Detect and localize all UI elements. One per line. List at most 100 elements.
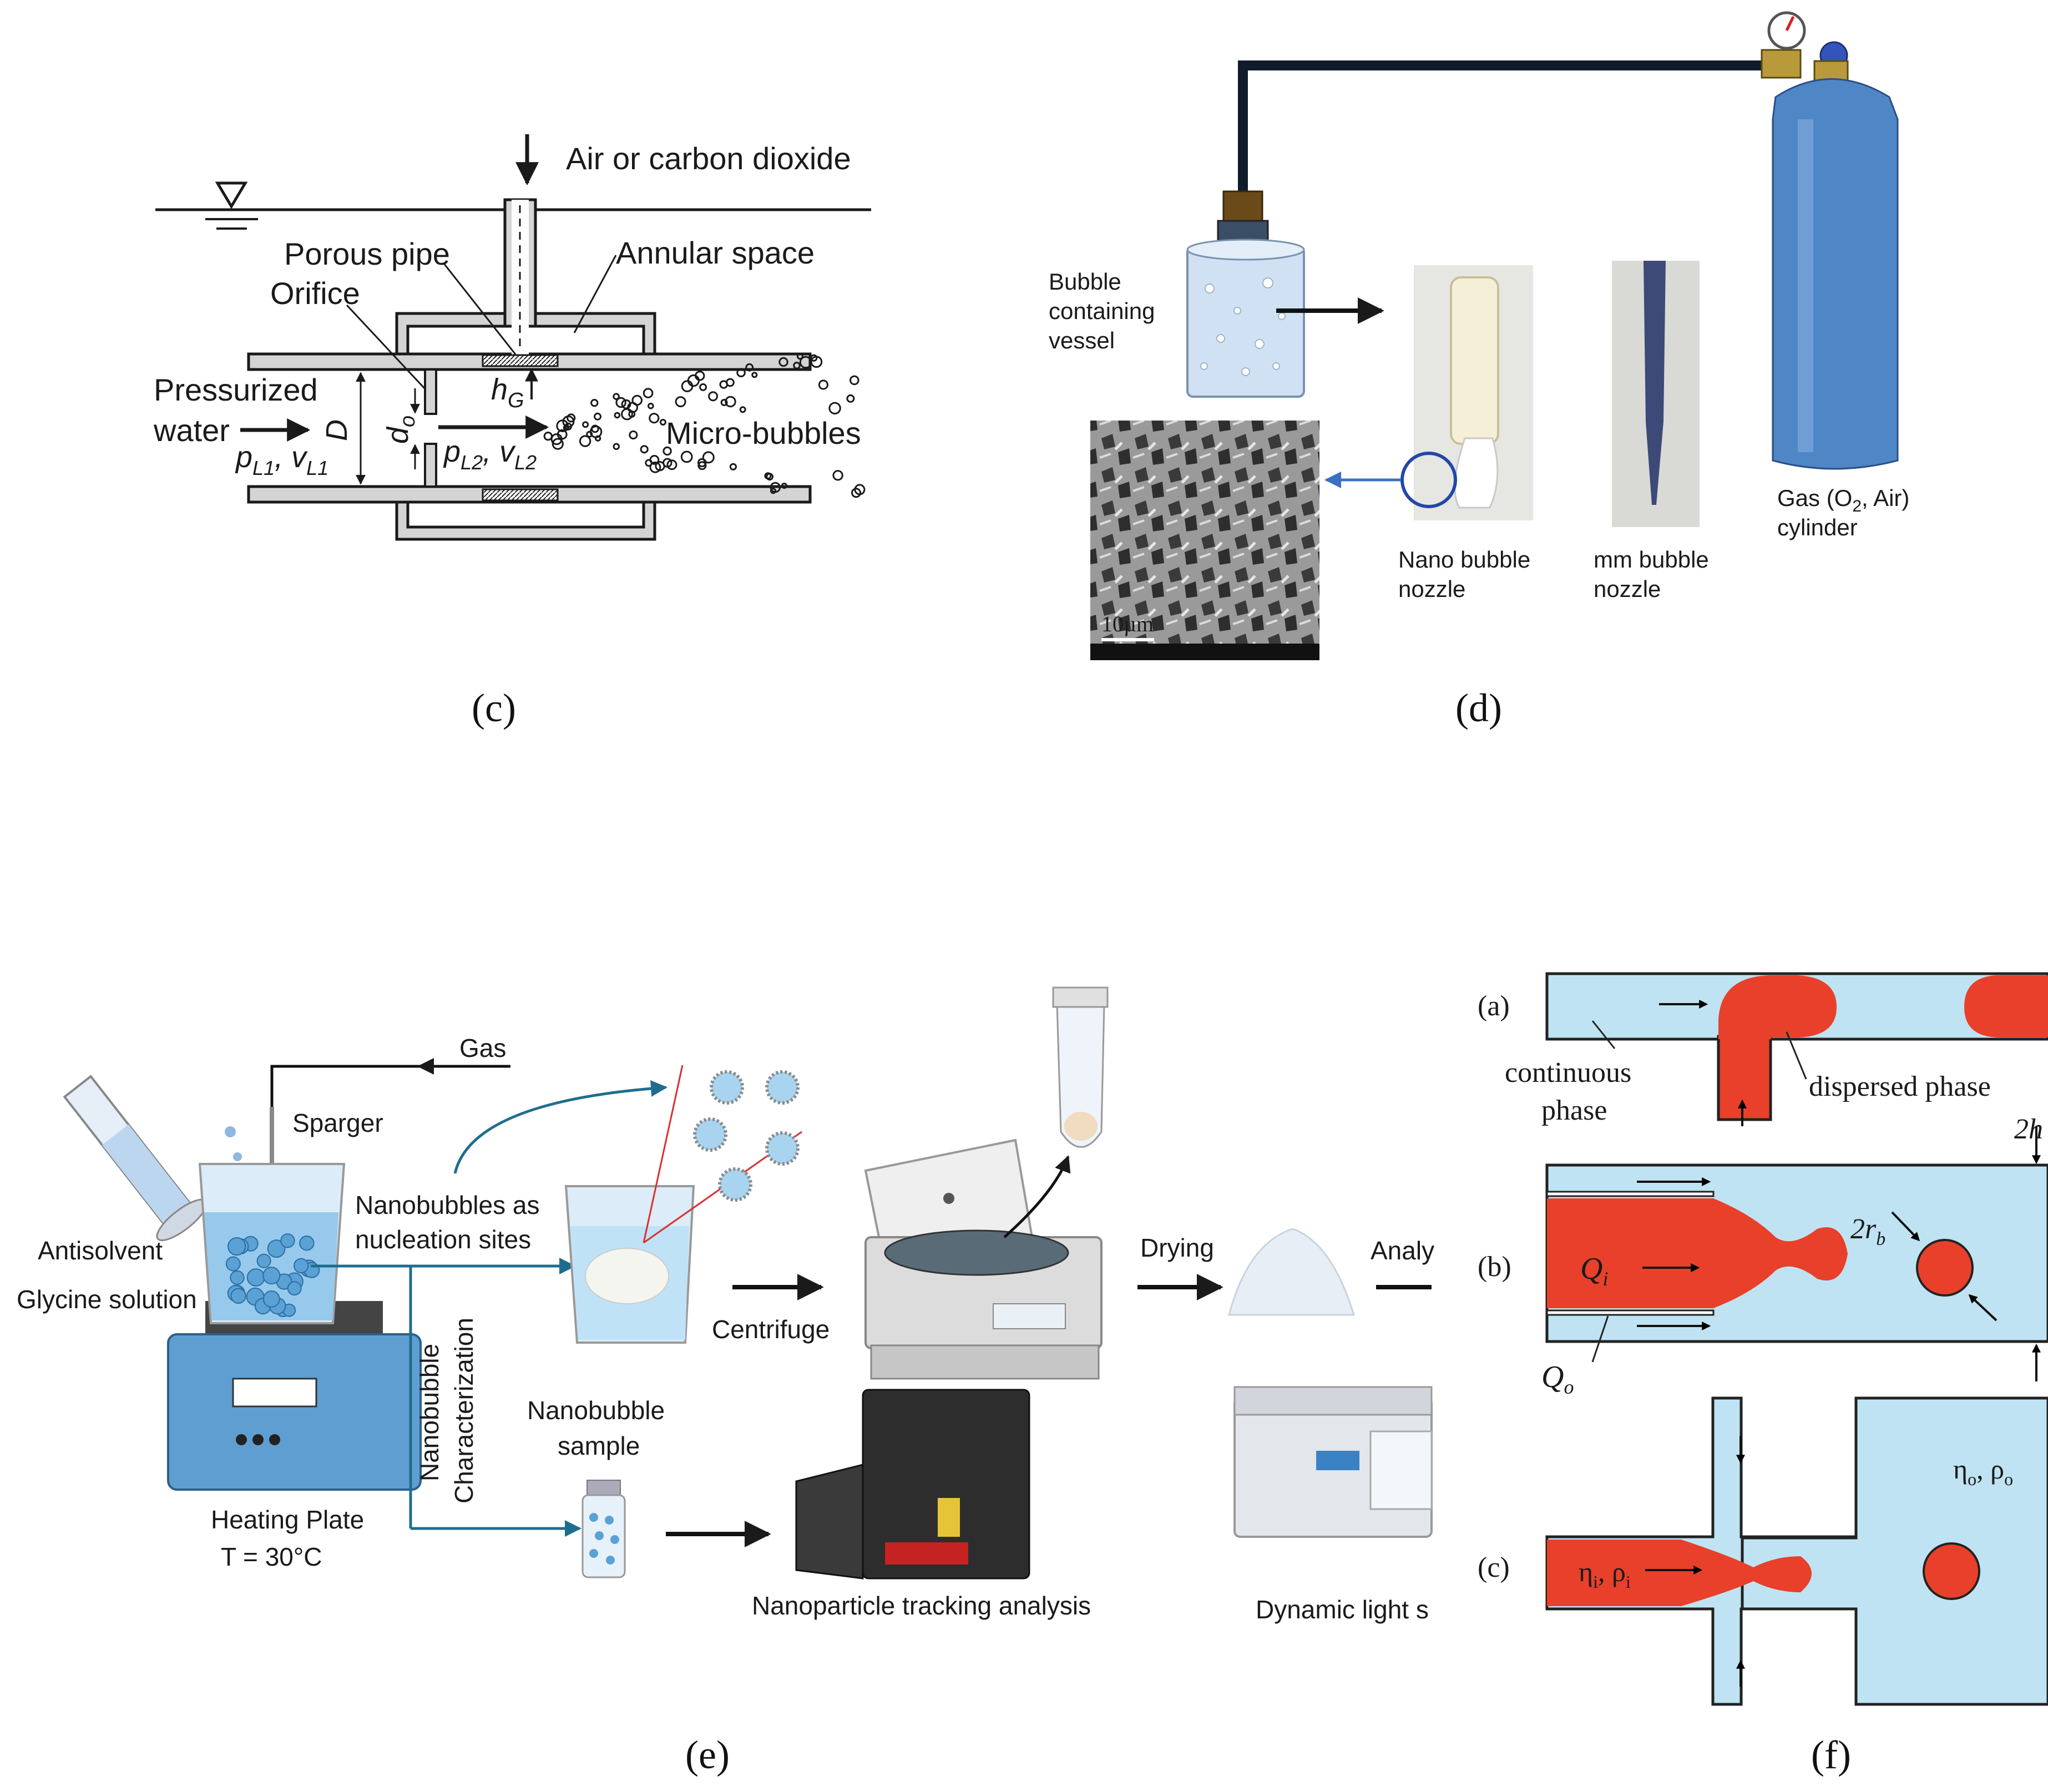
label-water: water [153,413,230,448]
micro-bubble [729,463,737,470]
drop-2 [233,1152,242,1161]
label-analysis: Analy [1371,1236,1434,1265]
graduated-cylinder [63,1075,208,1242]
panel-c-orifice-porous-pipe: Air or carbon dioxide Porous pipe Annula… [153,134,871,730]
micro-bubble [751,372,758,378]
label-characterization-line2: Characterization [449,1318,478,1504]
label-nucleation-line1: Nanobubbles as [355,1191,539,1219]
label-dispersed-phase: dispersed phase [1809,1071,1991,1102]
micro-bubble [659,419,666,426]
label-vessel-line2: containing [1049,298,1155,324]
micro-bubble [846,394,855,403]
label-gas-cylinder-line1: Gas (O2, Air) [1777,485,1909,515]
vessel-cap-fitting [1222,190,1263,223]
dried-powder [1228,1228,1356,1316]
micro-bubble [582,421,589,428]
micro-bubble [680,450,693,463]
micro-bubble [675,396,686,408]
label-porous-pipe: Porous pipe [284,236,450,271]
micro-bubble [736,368,746,378]
label-d0: do [381,416,419,444]
micro-bubble [720,399,728,406]
label-nano-nozzle-line2: nozzle [1398,576,1465,602]
zoomed-nanobubbles [693,1070,800,1202]
cross-junction-droplet [1923,1542,1980,1600]
caption-e: (e) [685,1733,730,1777]
qo-leader [1591,1315,1609,1363]
micro-bubble [810,354,818,362]
label-f-a: (a) [1478,990,1510,1022]
beaker-bubble [280,1233,295,1248]
beaker-bubble [267,1239,286,1258]
porous-pipe-section-top [482,354,559,367]
label-drying: Drying [1140,1233,1214,1262]
coflow-droplet [1916,1239,1974,1297]
heating-plate [167,1333,422,1491]
micro-bubble [697,461,707,470]
inner-capillary-top [1546,1191,1715,1197]
beaker-bubble [225,1256,241,1272]
label-gas: Gas [459,1034,506,1062]
caption-d: (d) [1455,686,1502,730]
panel-d-bubble-setup: 10µm Bubble containing vessel Nano bubbl… [1049,11,1909,730]
micro-bubble [781,483,788,489]
heating-plate-display [232,1378,317,1408]
label-f-c: (c) [1478,1552,1510,1583]
centrifuge-rotor [884,1229,1069,1276]
porous-pipe-leader [443,263,517,356]
beaker-bubble [287,1281,302,1296]
micro-bubble [708,391,719,402]
label-p2-v2: pL2, vL2 [443,435,537,474]
micro-bubble [770,482,781,493]
rb-arrow-top [1891,1211,1920,1242]
t-junction-droplet [1964,975,2048,1037]
caption-c: (c) [472,686,516,730]
porous-pipe-section-bottom [482,488,559,502]
label-vessel-line3: vessel [1049,327,1115,353]
label-glycine-solution: Glycine solution [17,1285,197,1314]
micro-bubble [649,455,660,465]
gas-tubing [1238,60,1775,191]
label-mm-nozzle-line1: mm bubble [1594,546,1709,573]
gas-cylinder [1772,78,1899,470]
label-continuous: continuous [1505,1057,1631,1089]
micro-bubble [621,408,633,421]
curved-arrow-to-bubbles [453,1080,668,1174]
orifice-plate-bottom [424,443,437,488]
label-2rb: 2rb [1850,1213,1885,1249]
continuous-leader [1591,1020,1616,1049]
micro-bubble [666,459,677,470]
vial-cap [586,1480,621,1497]
label-Qo: Qo [1541,1360,1574,1398]
micro-bubble [613,443,620,450]
micro-bubble [832,470,843,481]
label-air-or-co2: Air or carbon dioxide [566,141,851,176]
dispersed-leader [1786,1031,1807,1080]
t-junction-droplet-forming [1718,975,1837,1039]
micro-bubble [649,461,661,473]
centrifuge-panel [993,1303,1066,1329]
label-sparger: Sparger [292,1108,383,1137]
micro-bubble [629,430,638,440]
label-Qi: Qi [1580,1252,1608,1290]
micro-bubble [764,472,772,480]
beaker-bubble [299,1236,315,1251]
orifice-leader [346,304,426,389]
coflow-jet [1547,1198,1848,1308]
label-characterization-line1: Nanobubble [415,1344,444,1481]
label-sample-line2: sample [558,1431,640,1460]
inner-capillary-bottom [1546,1309,1715,1316]
panel-f-microfluidic-droplets: (a) continuous phase dispersed phase (b)… [1478,972,2048,1777]
micro-bubble [739,406,746,413]
micro-bubble [810,356,823,368]
micro-bubble [796,353,803,360]
label-dls: Dynamic light s [1256,1595,1429,1624]
beaker-bubble [227,1237,246,1256]
label-sample-line1: Nanobubble [527,1396,665,1425]
micro-bubble [579,435,591,447]
gas-line [270,1065,510,1107]
micro-bubble [613,393,620,401]
micro-bubble [702,451,715,464]
micro-bubble-cloud [543,353,866,498]
